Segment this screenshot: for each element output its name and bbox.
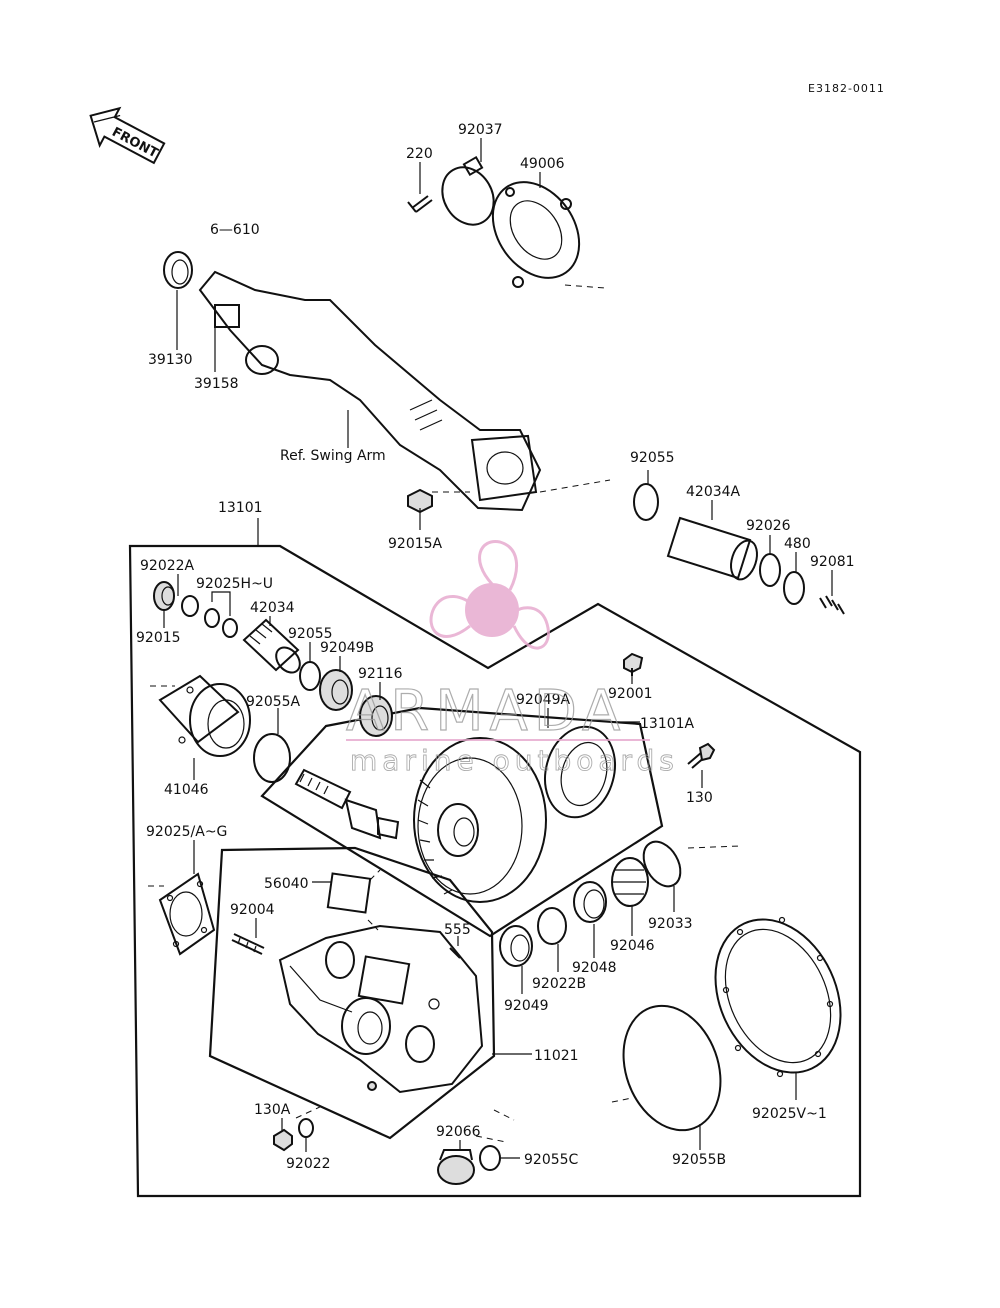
label-130A: 130A xyxy=(254,1102,291,1118)
label-42034A: 42034A xyxy=(686,484,741,500)
label-220: 220 xyxy=(406,146,433,162)
label-11021: 11021 xyxy=(534,1048,579,1064)
assembly-13101A-frame xyxy=(260,706,664,938)
part-swing-arm xyxy=(198,270,542,512)
label-92049A: 92049A xyxy=(516,692,571,708)
label-41046: 41046 xyxy=(164,782,209,798)
part-92055-oring-top xyxy=(633,483,659,521)
label-39158: 39158 xyxy=(194,376,239,392)
label-92066: 92066 xyxy=(436,1124,481,1140)
part-92081-spring xyxy=(819,595,845,615)
label-92055C: 92055C xyxy=(524,1152,579,1168)
part-92055A-oring xyxy=(253,733,291,783)
part-92066-plug xyxy=(437,1149,475,1185)
propeller-logo-icon xyxy=(429,540,550,650)
part-92037-clamp xyxy=(441,155,495,226)
label-92025A-G: 92025/A~G xyxy=(146,824,227,840)
part-92025V1-gasket xyxy=(714,916,842,1078)
diagram-code: E3182-0011 xyxy=(808,82,885,95)
label-13101: 13101 xyxy=(218,500,263,516)
part-92022B-shim xyxy=(537,907,567,945)
part-42034A-sleeve xyxy=(666,516,758,581)
part-92004-stud xyxy=(231,933,265,955)
assembly-11021-frame xyxy=(208,846,496,1140)
label-555: 555 xyxy=(444,922,471,938)
label-56040: 56040 xyxy=(264,876,309,892)
part-39130-ring xyxy=(163,251,193,289)
part-92015A-nut xyxy=(407,488,433,514)
part-pinion-shaft xyxy=(294,768,400,840)
watermark-brand: ARMADA xyxy=(346,679,626,744)
part-41046-housing xyxy=(158,674,251,757)
part-92026-washer xyxy=(759,553,781,587)
label-92015: 92015 xyxy=(136,630,181,646)
part-92055-oring-mid xyxy=(299,661,321,691)
label-92022: 92022 xyxy=(286,1156,331,1172)
part-92046-bearing xyxy=(611,857,649,907)
part-92025AG-gasket xyxy=(158,872,216,956)
label-92026: 92026 xyxy=(746,518,791,534)
label-92037: 92037 xyxy=(458,122,503,138)
label-92055B: 92055B xyxy=(672,1152,726,1168)
assembly-13101-frame xyxy=(128,544,862,1198)
part-11021-case xyxy=(278,924,484,1094)
watermark: ARMADA marine outboards xyxy=(345,540,679,777)
label-480: 480 xyxy=(784,536,811,552)
label-92055A: 92055A xyxy=(246,694,301,710)
label-92015A: 92015A xyxy=(388,536,443,552)
part-92055C-oring xyxy=(479,1145,501,1171)
label-92022A: 92022A xyxy=(140,558,195,574)
part-92025HU-shim-a xyxy=(204,608,220,628)
front-arrow-icon: FRONT xyxy=(89,106,166,165)
label-13101A: 13101A xyxy=(640,716,695,732)
label-39130: 39130 xyxy=(148,352,193,368)
part-480-ring xyxy=(783,571,805,605)
part-92022-washer xyxy=(298,1118,314,1138)
part-92033-circlip xyxy=(642,840,682,888)
label-92025H-U: 92025H~U xyxy=(196,576,273,592)
label-6-610: 6—610 xyxy=(210,222,260,238)
part-ring-gear xyxy=(413,737,547,903)
part-92001-bolt xyxy=(623,652,644,676)
label-ref-swing-arm: Ref. Swing Arm xyxy=(280,448,386,464)
part-92022A-washer xyxy=(181,595,199,617)
label-92022B: 92022B xyxy=(532,976,586,992)
part-130A-bolt xyxy=(273,1128,293,1152)
label-130: 130 xyxy=(686,790,713,806)
label-92049B: 92049B xyxy=(320,640,374,656)
label-92081: 92081 xyxy=(810,554,855,570)
part-555-pin xyxy=(449,947,461,959)
watermark-tagline: marine outboards xyxy=(350,744,679,777)
part-56040-label xyxy=(326,872,372,914)
label-92055-mid: 92055 xyxy=(288,626,333,642)
label-92033: 92033 xyxy=(648,916,693,932)
label-92055-top: 92055 xyxy=(630,450,675,466)
part-92049B-bearing xyxy=(319,669,353,711)
part-130-bolt xyxy=(687,742,716,769)
part-92116-bearing xyxy=(359,695,393,737)
label-92049: 92049 xyxy=(504,998,549,1014)
label-92001: 92001 xyxy=(608,686,653,702)
part-92049-bearing xyxy=(499,925,533,967)
label-92004: 92004 xyxy=(230,902,275,918)
label-42034: 42034 xyxy=(250,600,295,616)
part-92049A-seal xyxy=(544,725,616,819)
label-92048: 92048 xyxy=(572,960,617,976)
label-92116: 92116 xyxy=(358,666,403,682)
label-92025V-1: 92025V~1 xyxy=(752,1106,827,1122)
part-42034-gear xyxy=(242,618,301,674)
part-49006-cover xyxy=(491,181,581,288)
label-92046: 92046 xyxy=(610,938,655,954)
part-220-bolt xyxy=(407,195,433,213)
label-49006: 49006 xyxy=(520,156,565,172)
part-92025HU-shim-b xyxy=(222,618,238,638)
part-92048-race xyxy=(573,881,607,923)
part-92015-seal xyxy=(153,581,175,611)
part-92055B-oring xyxy=(622,1004,722,1132)
